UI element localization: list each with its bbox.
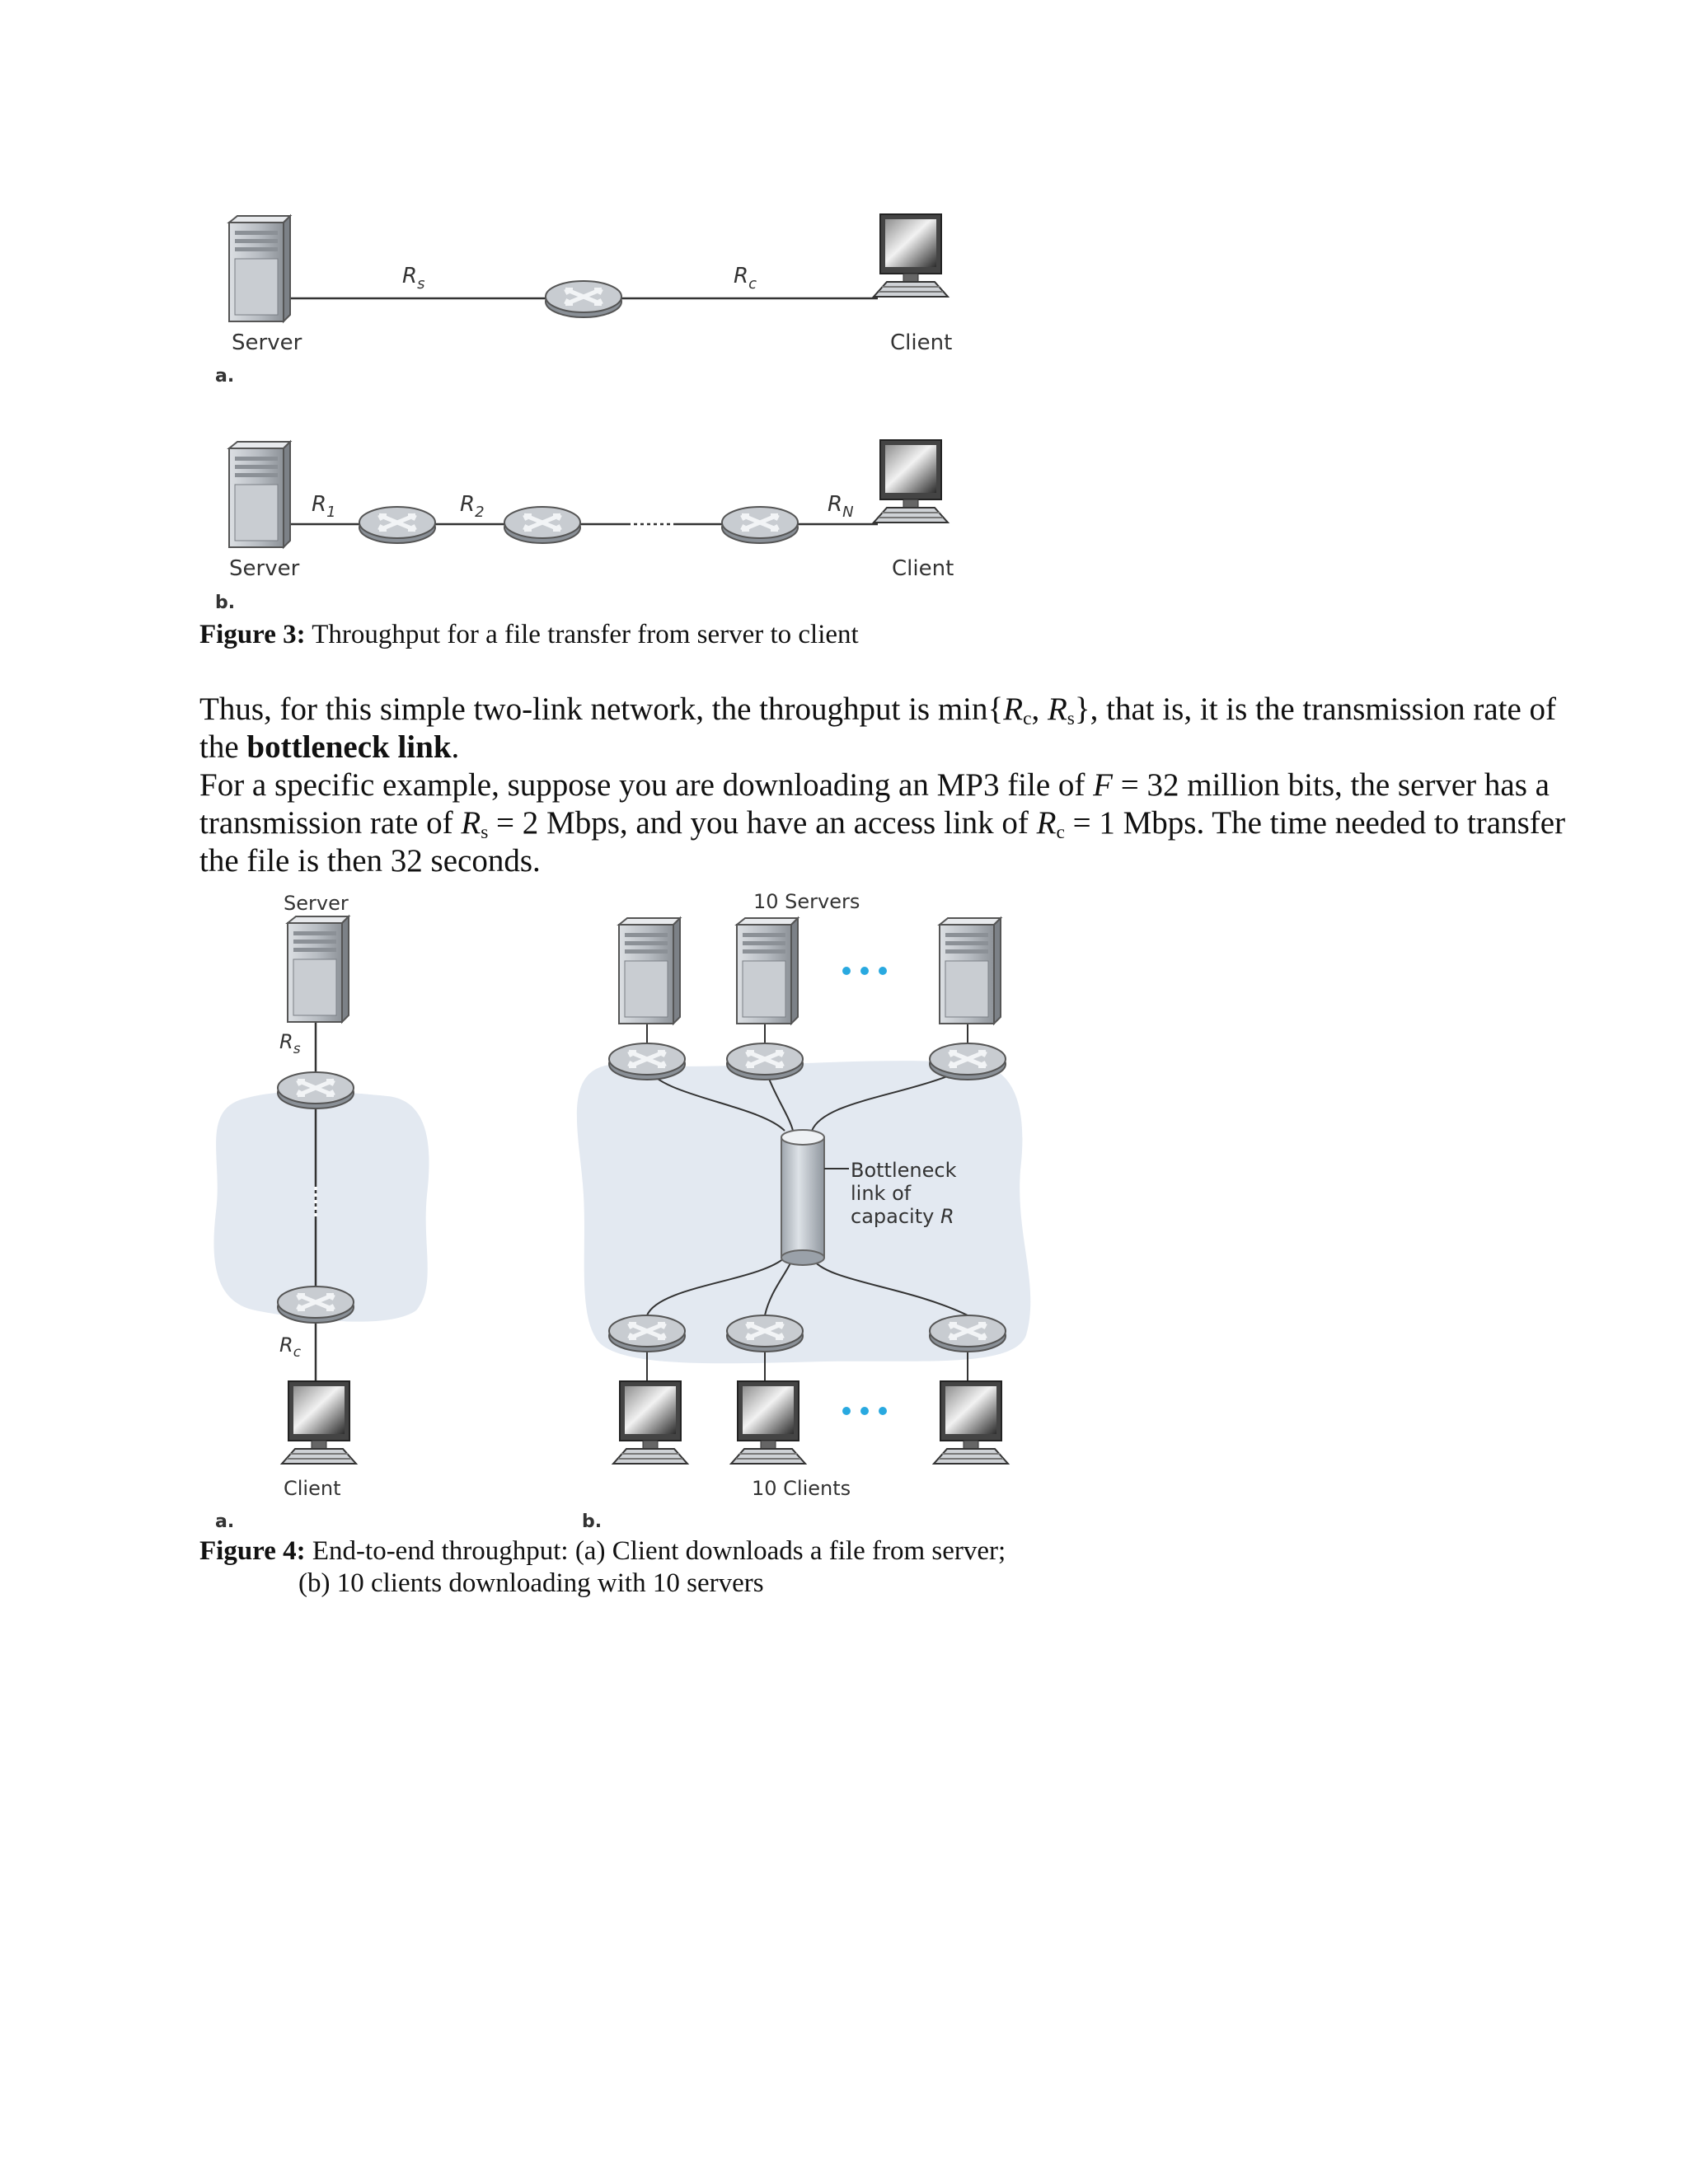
- router-icon: [504, 507, 580, 543]
- client-icon: [730, 1380, 806, 1465]
- link-rate-rc: Rc: [279, 1333, 302, 1361]
- bottleneck-label-line3: capacity R: [851, 1205, 954, 1228]
- ellipsis-dots-icon: [842, 967, 887, 975]
- server-icon: [939, 917, 1001, 1024]
- router-icon: [609, 1315, 685, 1352]
- router-icon: [278, 1072, 354, 1108]
- server-label: Server: [229, 556, 300, 581]
- link-rate-r2: R2: [460, 492, 485, 521]
- bottleneck-link-cylinder: [781, 1129, 825, 1266]
- link-rate-rn: RN: [828, 492, 854, 521]
- server-icon: [287, 916, 349, 1023]
- figure4-caption-line2: (b) 10 clients downloading with 10 serve…: [298, 1568, 764, 1598]
- router-icon: [546, 281, 621, 317]
- bottleneck-label-line2: link of: [851, 1182, 912, 1205]
- client-icon: [873, 439, 949, 523]
- server-label: Server: [284, 892, 349, 915]
- server-icon: [618, 917, 681, 1024]
- client-icon: [873, 213, 949, 298]
- bottleneck-link-term: bottleneck link: [246, 729, 452, 765]
- router-icon: [278, 1286, 354, 1323]
- server-label: Server: [232, 330, 302, 355]
- client-label: Client: [284, 1477, 340, 1500]
- figure3-caption: Figure 3: Throughput for a file transfer…: [199, 620, 859, 649]
- client-icon: [281, 1380, 357, 1465]
- bottleneck-label-line1: Bottleneck: [851, 1159, 957, 1182]
- ellipsis-dots-icon: [842, 1407, 887, 1415]
- figure4a: Rs Rc Server Client a.: [213, 892, 429, 1532]
- router-icon: [609, 1043, 685, 1080]
- router-icon: [727, 1043, 803, 1080]
- subfigure-label: b.: [582, 1511, 602, 1532]
- router-icon: [727, 1315, 803, 1352]
- server-icon: [736, 917, 799, 1024]
- server-icon: [228, 215, 291, 322]
- client-icon: [933, 1380, 1009, 1465]
- link-rate-r1: R1: [312, 492, 336, 521]
- client-label: Client: [892, 556, 954, 581]
- client-icon: [612, 1380, 688, 1465]
- subfigure-label: b.: [215, 593, 235, 613]
- servers-label: 10 Servers: [753, 890, 860, 913]
- link-rate-rc: Rc: [734, 264, 757, 293]
- clients-label: 10 Clients: [752, 1477, 851, 1500]
- client-label: Client: [890, 330, 952, 355]
- router-icon: [930, 1315, 1006, 1352]
- figure4b: Bottleneck link of capacity R 10 Servers…: [576, 890, 1031, 1532]
- figure3b: R1 R2 RN Server Client b.: [215, 439, 954, 613]
- network-cloud: [213, 1091, 429, 1322]
- server-icon: [228, 441, 291, 548]
- router-icon: [930, 1043, 1006, 1080]
- link-rate-rs: Rs: [279, 1030, 301, 1057]
- link-rate-rs: Rs: [402, 264, 424, 293]
- router-icon: [359, 507, 435, 543]
- body-paragraph: Thus, for this simple two-link network, …: [199, 691, 1566, 879]
- router-icon: [722, 507, 798, 543]
- subfigure-label: a.: [215, 366, 234, 387]
- figure3a: Rs Rc Server Client a.: [215, 213, 952, 387]
- subfigure-label: a.: [215, 1511, 234, 1532]
- figure4-caption-line1: Figure 4: End-to-end throughput: (a) Cli…: [199, 1536, 1006, 1566]
